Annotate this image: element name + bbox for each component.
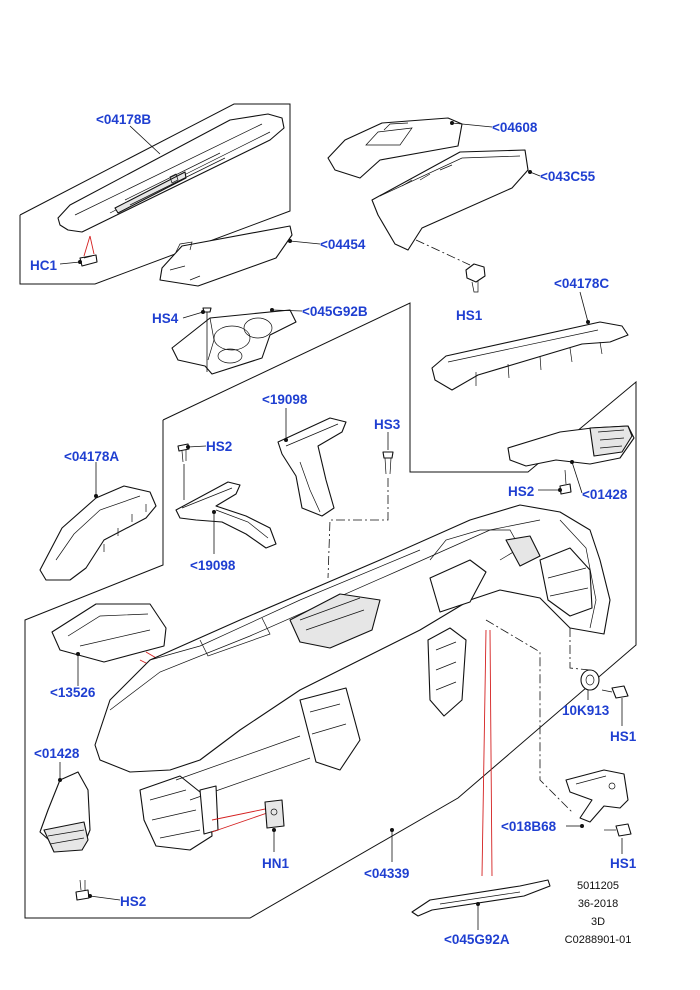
part-04178C-right-trim (431, 321, 629, 391)
callout-10K913[interactable]: 10K913 (562, 703, 610, 718)
callout-04178A[interactable]: <04178A (64, 449, 119, 464)
part-HS1-top-screw (415, 239, 486, 293)
group-frames (19, 103, 637, 919)
part-04178A-left-trim (39, 485, 157, 581)
part-01428-right-duct (507, 425, 635, 467)
callout-HN1[interactable]: HN1 (262, 856, 289, 871)
part-04454-panel (159, 225, 293, 287)
callout-04339[interactable]: <04339 (364, 866, 409, 881)
part-01428-left-duct (39, 771, 91, 853)
callout-04178C[interactable]: <04178C (554, 276, 609, 291)
callout-HS2-right[interactable]: HS2 (508, 484, 534, 499)
callout-13526[interactable]: <13526 (50, 685, 96, 700)
meta-drawing-number: 5011205 (577, 880, 619, 892)
part-HN1-nut (264, 799, 285, 829)
callout-labels: <04178B <04608 <043C55 HC1 <04454 HS1 HS… (30, 112, 637, 947)
part-045G92B-bracket (171, 309, 297, 375)
callout-HS2-mid[interactable]: HS2 (206, 439, 232, 454)
callout-01428-left[interactable]: <01428 (34, 746, 80, 761)
part-043C55-glovebox (371, 149, 529, 251)
callout-19098-bottom[interactable]: <19098 (190, 558, 236, 573)
part-HS1-mid-screw (569, 628, 629, 699)
callout-045G92B[interactable]: <045G92B (302, 304, 368, 319)
callout-01428-right[interactable]: <01428 (582, 487, 628, 502)
callout-HS1-bottom[interactable]: HS1 (610, 856, 637, 871)
part-04608-bezel (327, 117, 463, 179)
callout-HS1-mid[interactable]: HS1 (610, 729, 637, 744)
part-19098-lower-duct (175, 481, 277, 549)
callout-043C55[interactable]: <043C55 (540, 169, 596, 184)
part-HC1-clip (79, 235, 98, 267)
callout-HS3[interactable]: HS3 (374, 417, 401, 432)
drawing-reference-block: 5011205 36-2018 3D C0288901-01 (565, 880, 632, 946)
callout-HS2-bottom[interactable]: HS2 (120, 894, 146, 909)
part-045G92A-lower-bracket (411, 629, 551, 917)
part-HS2-mid-screw (177, 443, 190, 500)
part-19098-upper-duct (277, 417, 347, 517)
leader-lines (58, 121, 623, 930)
part-04178B-upper-cover (57, 113, 285, 233)
callout-HS4[interactable]: HS4 (152, 311, 179, 326)
part-HS3-screw (327, 451, 394, 579)
callout-045G92A[interactable]: <045G92A (444, 932, 510, 947)
meta-date: 36-2018 (578, 898, 618, 910)
part-04339-instrument-panel (94, 504, 611, 851)
callout-HS1-top[interactable]: HS1 (456, 308, 483, 323)
callout-018B68[interactable]: <018B68 (501, 819, 557, 834)
part-HS1-bottom-screw (604, 823, 632, 837)
part-018B68-bracket (565, 769, 629, 823)
callout-04178B[interactable]: <04178B (96, 112, 151, 127)
dash-line-bracket (485, 619, 573, 813)
callout-04454[interactable]: <04454 (320, 237, 366, 252)
meta-reference-code: C0288901-01 (565, 934, 632, 946)
part-HS2-bottom-screw (75, 879, 90, 901)
part-10K913-grommet (580, 669, 600, 691)
callout-HC1[interactable]: HC1 (30, 258, 57, 273)
meta-view-type: 3D (591, 916, 605, 928)
callout-04608[interactable]: <04608 (492, 120, 538, 135)
callout-19098-top[interactable]: <19098 (262, 392, 308, 407)
